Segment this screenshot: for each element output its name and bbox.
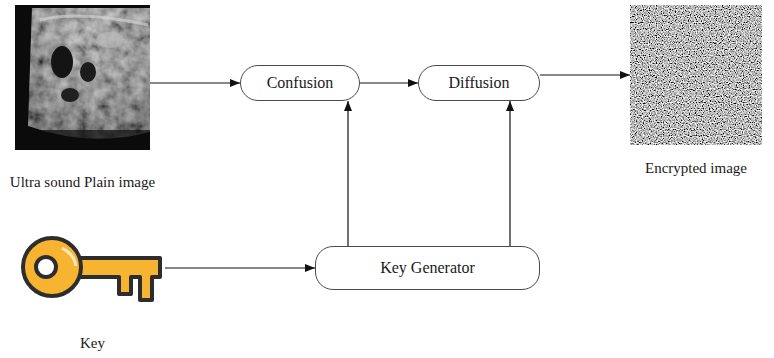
- encrypted-noise-image: [630, 5, 762, 145]
- ultrasound-image-node: Ultra sound Plain image: [15, 5, 150, 150]
- image-caption: Encrypted image: [645, 160, 747, 177]
- process-box: Confusion: [240, 65, 360, 101]
- flow-arrow: [509, 101, 510, 246]
- image-caption: Key: [80, 335, 105, 352]
- flow-arrow: [165, 267, 315, 268]
- box-label: Confusion: [267, 74, 334, 92]
- ultrasound-image: [15, 5, 150, 150]
- flow-arrow: [360, 82, 418, 83]
- key-icon-node: Key: [20, 232, 165, 322]
- flow-arrow: [150, 82, 240, 83]
- flow-arrow: [540, 74, 630, 75]
- box-label: Key Generator: [380, 259, 475, 277]
- image-caption: Ultra sound Plain image: [10, 174, 155, 191]
- encrypted-image-node: Encrypted image: [630, 5, 762, 145]
- process-box: Diffusion: [418, 65, 540, 101]
- key-icon: [23, 238, 160, 300]
- flow-arrow: [347, 101, 348, 246]
- box-label: Diffusion: [448, 74, 509, 92]
- generator-box: Key Generator: [315, 246, 540, 290]
